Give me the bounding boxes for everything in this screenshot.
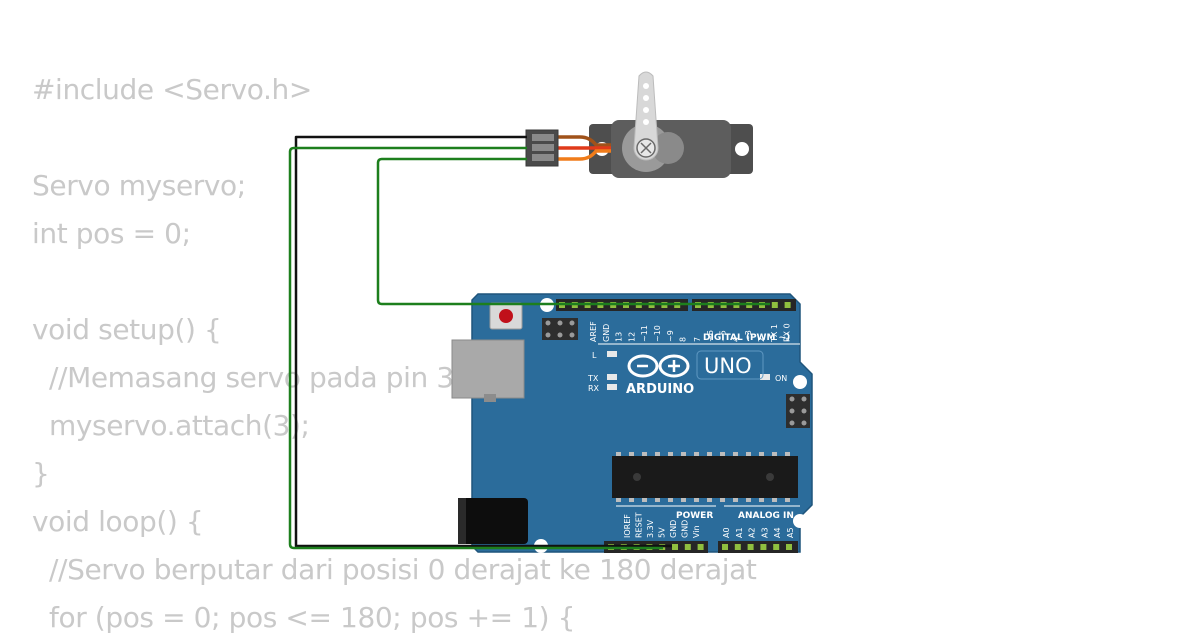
code-line: void setup() { xyxy=(32,313,222,346)
power-pin-label: Vin xyxy=(692,525,701,538)
code-line: Servo myservo; xyxy=(32,169,246,202)
digital-pin-label: ~9 xyxy=(666,330,675,342)
power-header-label: POWER xyxy=(676,511,713,521)
digital-pin-label: 8 xyxy=(679,337,688,342)
digital-pin-label: 12 xyxy=(627,332,636,342)
digital-pin-label: ~10 xyxy=(653,325,662,342)
code-line: int pos = 0; xyxy=(32,217,191,250)
servo-shaft-hub xyxy=(652,132,684,164)
servo-wire-brown xyxy=(558,135,611,147)
led-l-label: L xyxy=(592,351,597,360)
servo-wire-orange xyxy=(558,149,611,161)
model-badge xyxy=(696,350,764,380)
reset-button[interactable] xyxy=(499,309,513,323)
analog-pin-label: A1 xyxy=(735,527,744,538)
power-jack-edge xyxy=(458,498,466,544)
servo-mount-hole xyxy=(735,142,749,156)
digital-pin-label: 13 xyxy=(615,332,624,342)
mount-hole xyxy=(793,375,807,389)
analog-pin-label: A0 xyxy=(722,527,731,538)
wire-5v-green[interactable] xyxy=(288,146,663,550)
power-pin-label: 5V xyxy=(658,527,667,538)
power-analog-header xyxy=(604,541,798,553)
power-pin-label: IOREF xyxy=(623,514,632,538)
wires xyxy=(288,135,770,550)
power-pin-label: RESET xyxy=(635,512,644,538)
digital-pin-label: GND xyxy=(602,324,611,342)
code-line: //Servo berputar dari posisi 0 derajat k… xyxy=(32,553,757,586)
led-on xyxy=(760,374,770,380)
arduino-infinity-logo xyxy=(627,354,690,378)
code-line: void loop() { xyxy=(32,505,204,538)
power-pin-label: GND xyxy=(669,520,678,538)
digital-pin-label: ~11 xyxy=(640,325,649,342)
analog-pin-label: A2 xyxy=(748,527,757,538)
analog-header-label: ANALOG IN xyxy=(738,511,794,521)
code-line: myservo.attach(3); xyxy=(32,409,310,442)
digital-pin-label: ~3 xyxy=(744,330,753,342)
code-line: #include <Servo.h> xyxy=(32,73,312,106)
power-jack xyxy=(458,498,528,544)
mount-hole xyxy=(793,514,807,528)
analog-pin-label: A3 xyxy=(760,527,769,538)
servo-horn-holes xyxy=(643,83,649,125)
led-rx xyxy=(607,384,617,390)
wire-signal-green[interactable] xyxy=(376,157,770,306)
digital-pin-label: 4 xyxy=(731,337,740,342)
code-line: } xyxy=(32,457,50,490)
digital-pin-label: AREF xyxy=(589,321,598,342)
digital-pin-label: ~5 xyxy=(719,330,728,342)
wire-gnd-black[interactable] xyxy=(294,135,672,548)
digital-pin-label: 7 xyxy=(693,337,702,342)
code-listing: #include <Servo.h> Servo myservo; int pos … xyxy=(32,66,757,642)
usb-port-edge xyxy=(484,394,496,402)
analog-pin-label: A5 xyxy=(786,527,795,538)
code-line: for (pos = 0; pos <= 180; pos += 1) { xyxy=(32,601,576,634)
digital-pin-label: 2 xyxy=(757,337,766,342)
atmega-chip xyxy=(612,452,798,502)
power-pin-label: GND xyxy=(681,520,690,538)
servo-motor[interactable] xyxy=(525,71,753,178)
led-l xyxy=(607,351,617,357)
led-tx-label: TX xyxy=(587,374,599,383)
digital-pin-label: TX 1 xyxy=(770,324,779,343)
led-on-label: ON xyxy=(775,374,787,383)
brand-label: ARDUINO xyxy=(626,382,694,397)
code-line: //Memasang servo pada pin 3 xyxy=(32,361,454,394)
led-rx-label: RX xyxy=(588,384,600,393)
digital-pin-label: ~6 xyxy=(706,330,715,342)
analog-pin-label: A4 xyxy=(773,527,782,538)
digital-pin-label: RX 0 xyxy=(783,323,792,342)
power-pin-label: 3.3V xyxy=(646,519,655,538)
icsp-header xyxy=(542,318,578,340)
icsp-header-2 xyxy=(786,394,810,428)
usb-port xyxy=(451,339,525,399)
digital-header-label: DIGITAL (PWM ~) xyxy=(703,333,790,343)
led-tx xyxy=(607,374,617,380)
servo-horn xyxy=(633,71,659,161)
model-label: UNO xyxy=(704,354,752,378)
